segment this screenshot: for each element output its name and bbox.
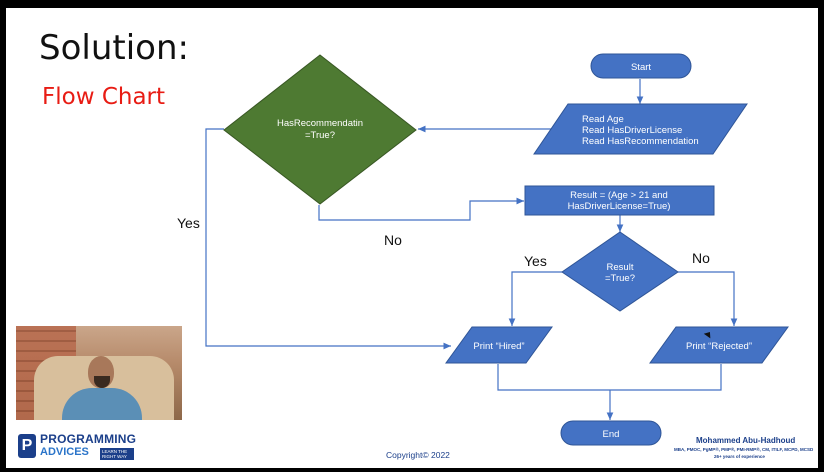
process-line-2: HasDriverLicense=True) <box>568 201 671 212</box>
recommendation-line-1: HasRecommendatin <box>277 118 363 129</box>
process-node: Result = (Age > 21 and HasDriverLicense=… <box>524 185 715 216</box>
slide-subtitle: Flow Chart <box>42 84 166 110</box>
result-line-2: =True? <box>605 273 635 284</box>
branch-label-yes-result: Yes <box>524 253 547 269</box>
start-node: Start <box>590 53 692 79</box>
presenter-beard <box>94 376 110 388</box>
end-node: End <box>560 420 662 446</box>
input-line-2: Read HasDriverLicense <box>582 125 682 136</box>
connector-hired-to-end <box>497 364 610 391</box>
presenter-video <box>16 326 182 420</box>
connectors <box>205 79 738 420</box>
presenter-body <box>62 388 142 420</box>
logo-line-2: ADVICES <box>40 446 89 458</box>
branch-label-no-mid: No <box>384 232 402 248</box>
author-experience: 26+ years of experience <box>714 454 765 459</box>
connector-result-yes <box>508 271 562 326</box>
connector-decision-no <box>318 197 524 221</box>
slide: Solution: Flow Chart <box>6 8 818 468</box>
output-rejected-label: Print “Rejected” <box>686 341 752 352</box>
author-name: Mohammed Abu-Hadhoud <box>696 436 796 445</box>
result-decision: Result =True? <box>561 231 679 312</box>
programming-advices-logo: P PROGRAMMING ADVICES LEARN THE RIGHT WA… <box>18 432 148 462</box>
slide-title: Solution: <box>39 28 189 68</box>
output-hired-node: Print “Hired” <box>445 326 553 364</box>
connector-rejected-to-end <box>610 364 722 391</box>
flowchart: Start Read Age Read HasDriverLicense Rea… <box>177 53 789 446</box>
output-hired-label: Print “Hired” <box>473 341 524 352</box>
recommendation-line-2: =True? <box>305 130 335 141</box>
connector-result-no <box>678 271 738 326</box>
connector-decision-yes <box>205 128 451 350</box>
author-credentials: MBA, PMOC, PgMP®, PMP®, PMI-RMP®, CM, IT… <box>674 447 814 452</box>
start-label: Start <box>631 62 651 73</box>
branch-label-yes-left: Yes <box>177 215 200 231</box>
input-line-3: Read HasRecommendation <box>582 136 699 147</box>
process-line-1: Result = (Age > 21 and <box>570 190 668 201</box>
input-node: Read Age Read HasDriverLicense Read HasR… <box>533 103 748 155</box>
result-line-1: Result <box>607 262 634 273</box>
logo-tagline: LEARN THE RIGHT WAY <box>100 448 134 460</box>
recommendation-decision: HasRecommendatin =True? <box>223 54 417 205</box>
end-label: End <box>603 429 620 440</box>
logo-p-icon: P <box>18 434 36 458</box>
branch-label-no-result: No <box>692 250 710 266</box>
logo-line-1: PROGRAMMING <box>40 432 137 446</box>
input-line-1: Read Age <box>582 114 624 125</box>
output-rejected-node: Print “Rejected” <box>649 326 789 364</box>
copyright-text: Copyright© 2022 <box>386 450 450 460</box>
